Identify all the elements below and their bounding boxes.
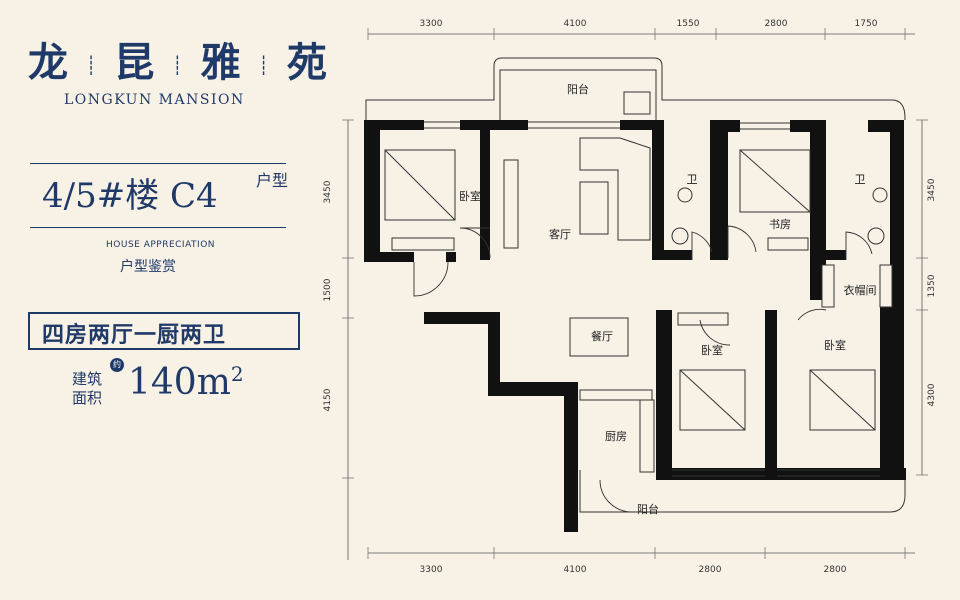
room-labels: 阳台 卧室 客厅 卫 书房 卫 衣帽间 餐厅 卧室 卧室 厨房 阳台 — [459, 82, 877, 516]
label-kitchen: 厨房 — [605, 430, 627, 443]
toilet-2 — [872, 187, 888, 203]
area-number: 140m — [128, 362, 231, 403]
label-bedroom-left: 卧室 — [459, 189, 481, 203]
label-balcony-top: 阳台 — [567, 82, 589, 96]
sink-1 — [671, 227, 689, 245]
dim-bottom-4: 2800 — [824, 565, 847, 575]
layout-box: 四房两厅一厨两卫 — [28, 312, 300, 350]
closet-rack-2 — [879, 264, 893, 308]
label-bath-1: 卫 — [687, 173, 698, 186]
dim-top-2: 4100 — [564, 19, 587, 29]
windows — [424, 121, 880, 477]
walls — [364, 120, 906, 532]
brand-char-3: 雅 — [200, 39, 247, 86]
label-dining: 餐厅 — [591, 329, 613, 343]
dim-left-3: 4150 — [323, 388, 333, 411]
brand-char-1: 龙 — [28, 39, 74, 86]
dim-left-2: 1500 — [323, 278, 333, 301]
label-balcony-bottom: 阳台 — [637, 502, 659, 516]
toilet-1 — [677, 187, 693, 203]
dim-bottom-3: 2800 — [699, 565, 722, 575]
label-bath-2: 卫 — [855, 173, 866, 186]
kitchen-side-counter — [639, 399, 655, 473]
brand-char-2: 昆 — [114, 39, 161, 86]
wardrobe-study — [767, 237, 809, 251]
furniture — [384, 91, 893, 473]
appreciation-cn: 户型鉴赏 — [120, 259, 176, 275]
door-swings — [413, 225, 873, 513]
label-bedroom-right: 卧室 — [824, 338, 846, 352]
label-closet: 衣帽间 — [844, 283, 877, 297]
dim-right-2: 1350 — [927, 274, 937, 297]
layout-text: 四房两厅一厨两卫 — [42, 322, 227, 348]
dim-bottom-1: 3300 — [420, 565, 443, 575]
building-number: 4/5#楼 — [42, 176, 160, 216]
area-value: 140m2 — [128, 362, 244, 403]
dimension-labels: 3300 4100 1550 2800 1750 3300 4100 2800 … — [323, 19, 937, 575]
area-approx-badge: 约 — [110, 358, 124, 372]
brand-char-4: 苑 — [286, 39, 333, 86]
label-study: 书房 — [769, 218, 791, 231]
unit-code: C4 — [170, 176, 218, 216]
wardrobe-left — [391, 237, 455, 251]
wardrobe-mid — [677, 312, 729, 326]
brand-name-en: LONGKUN MANSION — [64, 92, 245, 108]
dim-top-1: 3300 — [420, 19, 443, 29]
label-bedroom-mid: 卧室 — [701, 343, 723, 357]
label-living: 客厅 — [549, 227, 571, 241]
area-label: 建筑面积 — [72, 370, 103, 407]
sink-2 — [867, 227, 885, 245]
dim-top-4: 2800 — [765, 19, 788, 29]
dim-bottom-2: 4100 — [564, 565, 587, 575]
brand-name-cn: 龙 ┊ 昆 ┊ 雅 ┊ 苑 — [28, 39, 333, 86]
sofa — [579, 137, 651, 241]
kitchen-counter — [579, 389, 653, 401]
closet-rack-1 — [821, 264, 835, 308]
divider-top — [30, 163, 286, 164]
coffee-table — [579, 181, 609, 235]
dim-top-5: 1750 — [855, 19, 878, 29]
appreciation-en: HOUSE APPRECIATION — [106, 240, 216, 250]
dim-right-1: 3450 — [927, 178, 937, 201]
balcony-outlines — [365, 57, 906, 513]
dim-right-3: 4300 — [927, 383, 937, 406]
dim-left-1: 3450 — [323, 180, 333, 203]
dining-table — [569, 317, 629, 357]
dim-top-3: 1550 — [677, 19, 700, 29]
washer — [623, 91, 651, 115]
divider-bottom — [30, 227, 286, 228]
cabinet-strip — [503, 159, 519, 249]
area-unit-sup: 2 — [230, 362, 244, 386]
dimension-lines — [342, 28, 928, 560]
